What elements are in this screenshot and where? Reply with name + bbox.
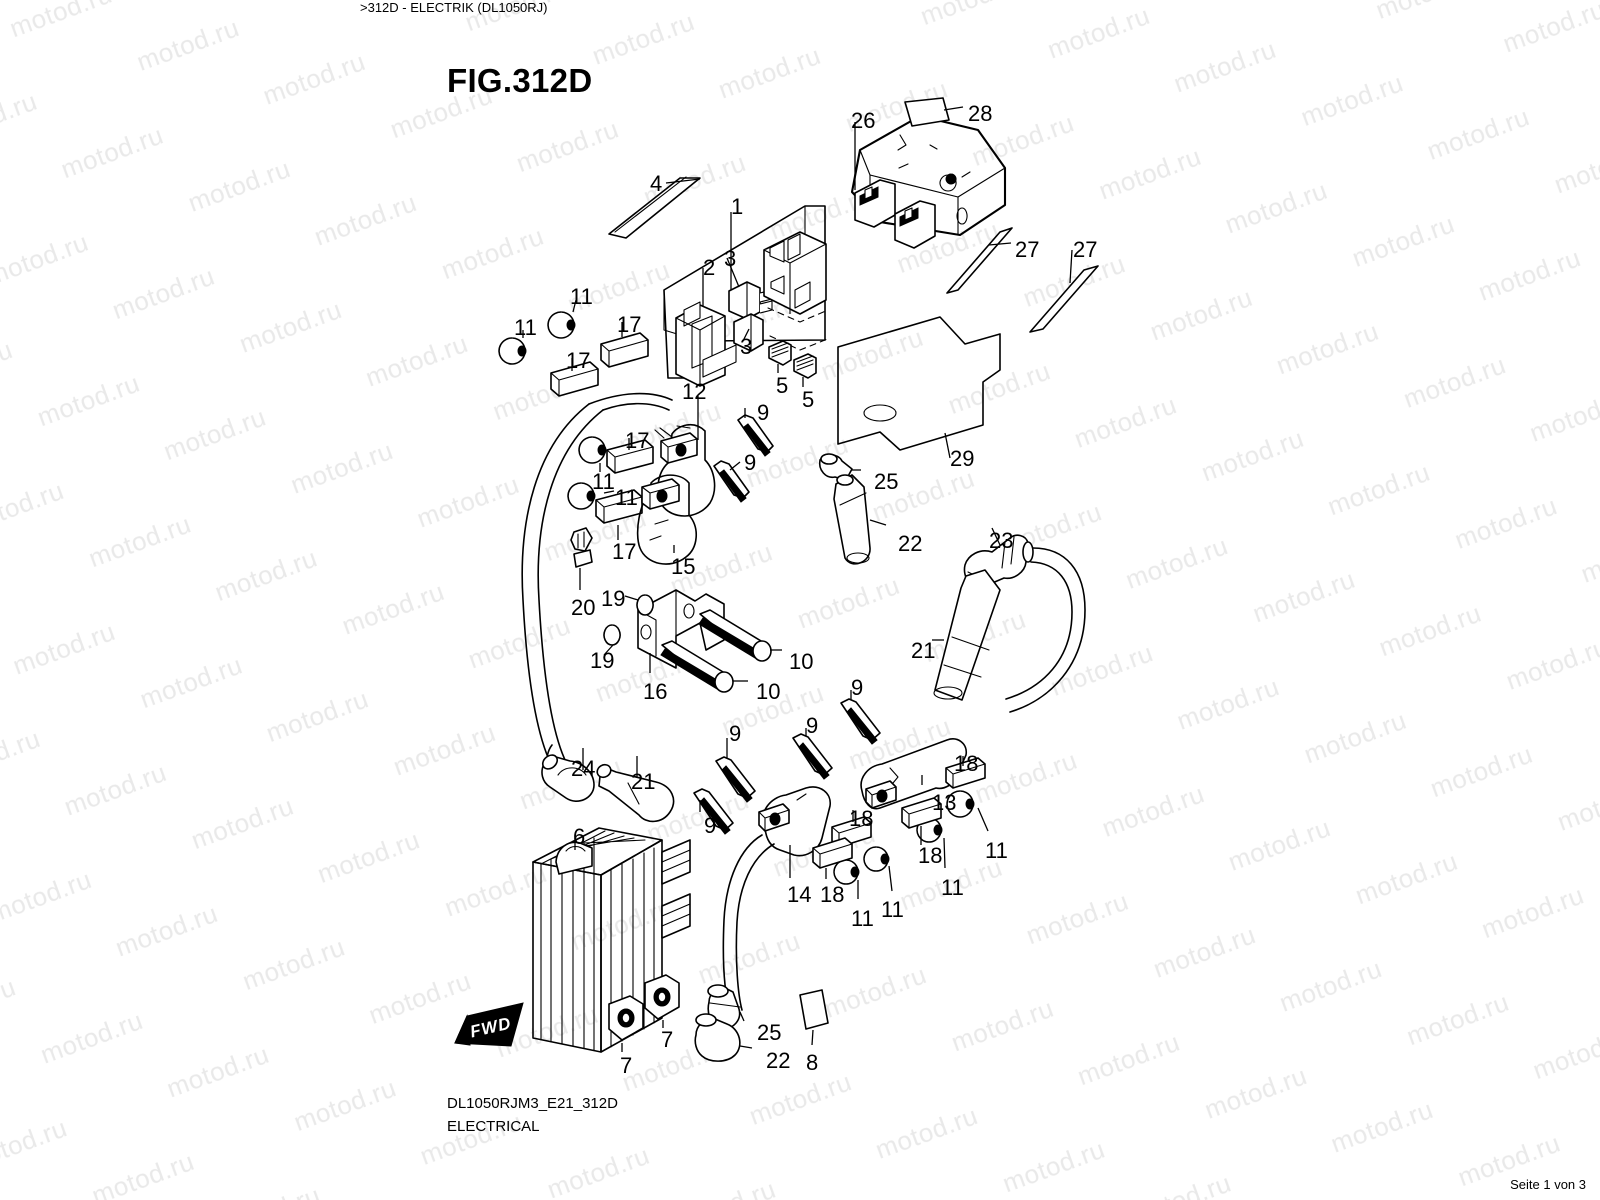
callout-number-11: 11: [985, 838, 1008, 863]
callout-number-24: 24: [571, 756, 596, 781]
callout-number-21: 21: [911, 638, 936, 663]
figure-section: ELECTRICAL: [447, 1118, 540, 1135]
callout-number-27: 27: [1073, 237, 1098, 262]
breadcrumb: >312D - ELECTRIK (DL1050RJ): [360, 0, 548, 15]
callout-number-9: 9: [806, 713, 819, 738]
callout-number-22: 22: [898, 531, 923, 556]
callout-number-18: 18: [820, 882, 845, 907]
callout-number-8: 8: [806, 1050, 819, 1075]
callout-number-17: 17: [612, 539, 637, 564]
callout-number-2: 2: [703, 255, 716, 280]
callout-number-18: 18: [954, 751, 979, 776]
page-indicator: Seite 1 von 3: [1510, 1177, 1586, 1192]
callout-number-28: 28: [968, 101, 993, 126]
callout-number-17: 17: [617, 312, 642, 337]
callout-number-11: 11: [881, 897, 904, 922]
callout-number-11: 11: [592, 469, 615, 494]
callout-number-14: 14: [787, 882, 812, 907]
callout-number-9: 9: [729, 721, 742, 746]
callout-number-27: 27: [1015, 237, 1040, 262]
callout-number-10: 10: [756, 679, 781, 704]
callout-number-11: 11: [941, 875, 964, 900]
callout-number-17: 17: [625, 428, 650, 453]
callout-number-3: 3: [724, 246, 737, 271]
callout-number-10: 10: [789, 649, 814, 674]
callout-number-12: 12: [682, 379, 707, 404]
callout-number-11: 11: [615, 485, 638, 510]
callout-number-11: 11: [514, 315, 537, 340]
callout-number-9: 9: [851, 675, 864, 700]
callout-number-18: 18: [849, 806, 874, 831]
callout-number-9: 9: [704, 813, 717, 838]
callout-number-18: 18: [918, 843, 943, 868]
callout-number-4: 4: [650, 171, 663, 196]
callout-number-5: 5: [776, 373, 789, 398]
callout-number-9: 9: [757, 400, 770, 425]
callout-number-1: 1: [731, 194, 744, 219]
callout-number-22: 22: [766, 1048, 791, 1073]
callout-number-5: 5: [802, 387, 815, 412]
callout-number-20: 20: [571, 595, 596, 620]
callout-number-26: 26: [851, 108, 876, 133]
figure-code: DL1050RJM3_E21_312D: [447, 1095, 618, 1112]
callout-number-19: 19: [601, 586, 626, 611]
callout-number-7: 7: [620, 1053, 633, 1078]
callout-number-7: 7: [661, 1027, 674, 1052]
callout-number-3: 3: [740, 334, 753, 359]
callout-number-23: 23: [989, 528, 1014, 553]
callout-number-29: 29: [950, 446, 975, 471]
callout-number-21: 21: [631, 769, 656, 794]
callout-number-16: 16: [643, 679, 668, 704]
page-title: FIG.312D: [447, 62, 593, 99]
fwd-label: FWD: [468, 1013, 514, 1042]
callout-number-25: 25: [757, 1020, 782, 1045]
callout-number-13: 13: [932, 790, 957, 815]
callout-number-19: 19: [590, 648, 615, 673]
callout-number-6: 6: [573, 824, 586, 849]
callout-number-11: 11: [851, 906, 874, 931]
callout-number-25: 25: [874, 469, 899, 494]
callout-number-9: 9: [744, 450, 757, 475]
callout-number-11: 11: [570, 284, 593, 309]
callout-number-17: 17: [566, 348, 591, 373]
callout-number-15: 15: [671, 554, 696, 579]
